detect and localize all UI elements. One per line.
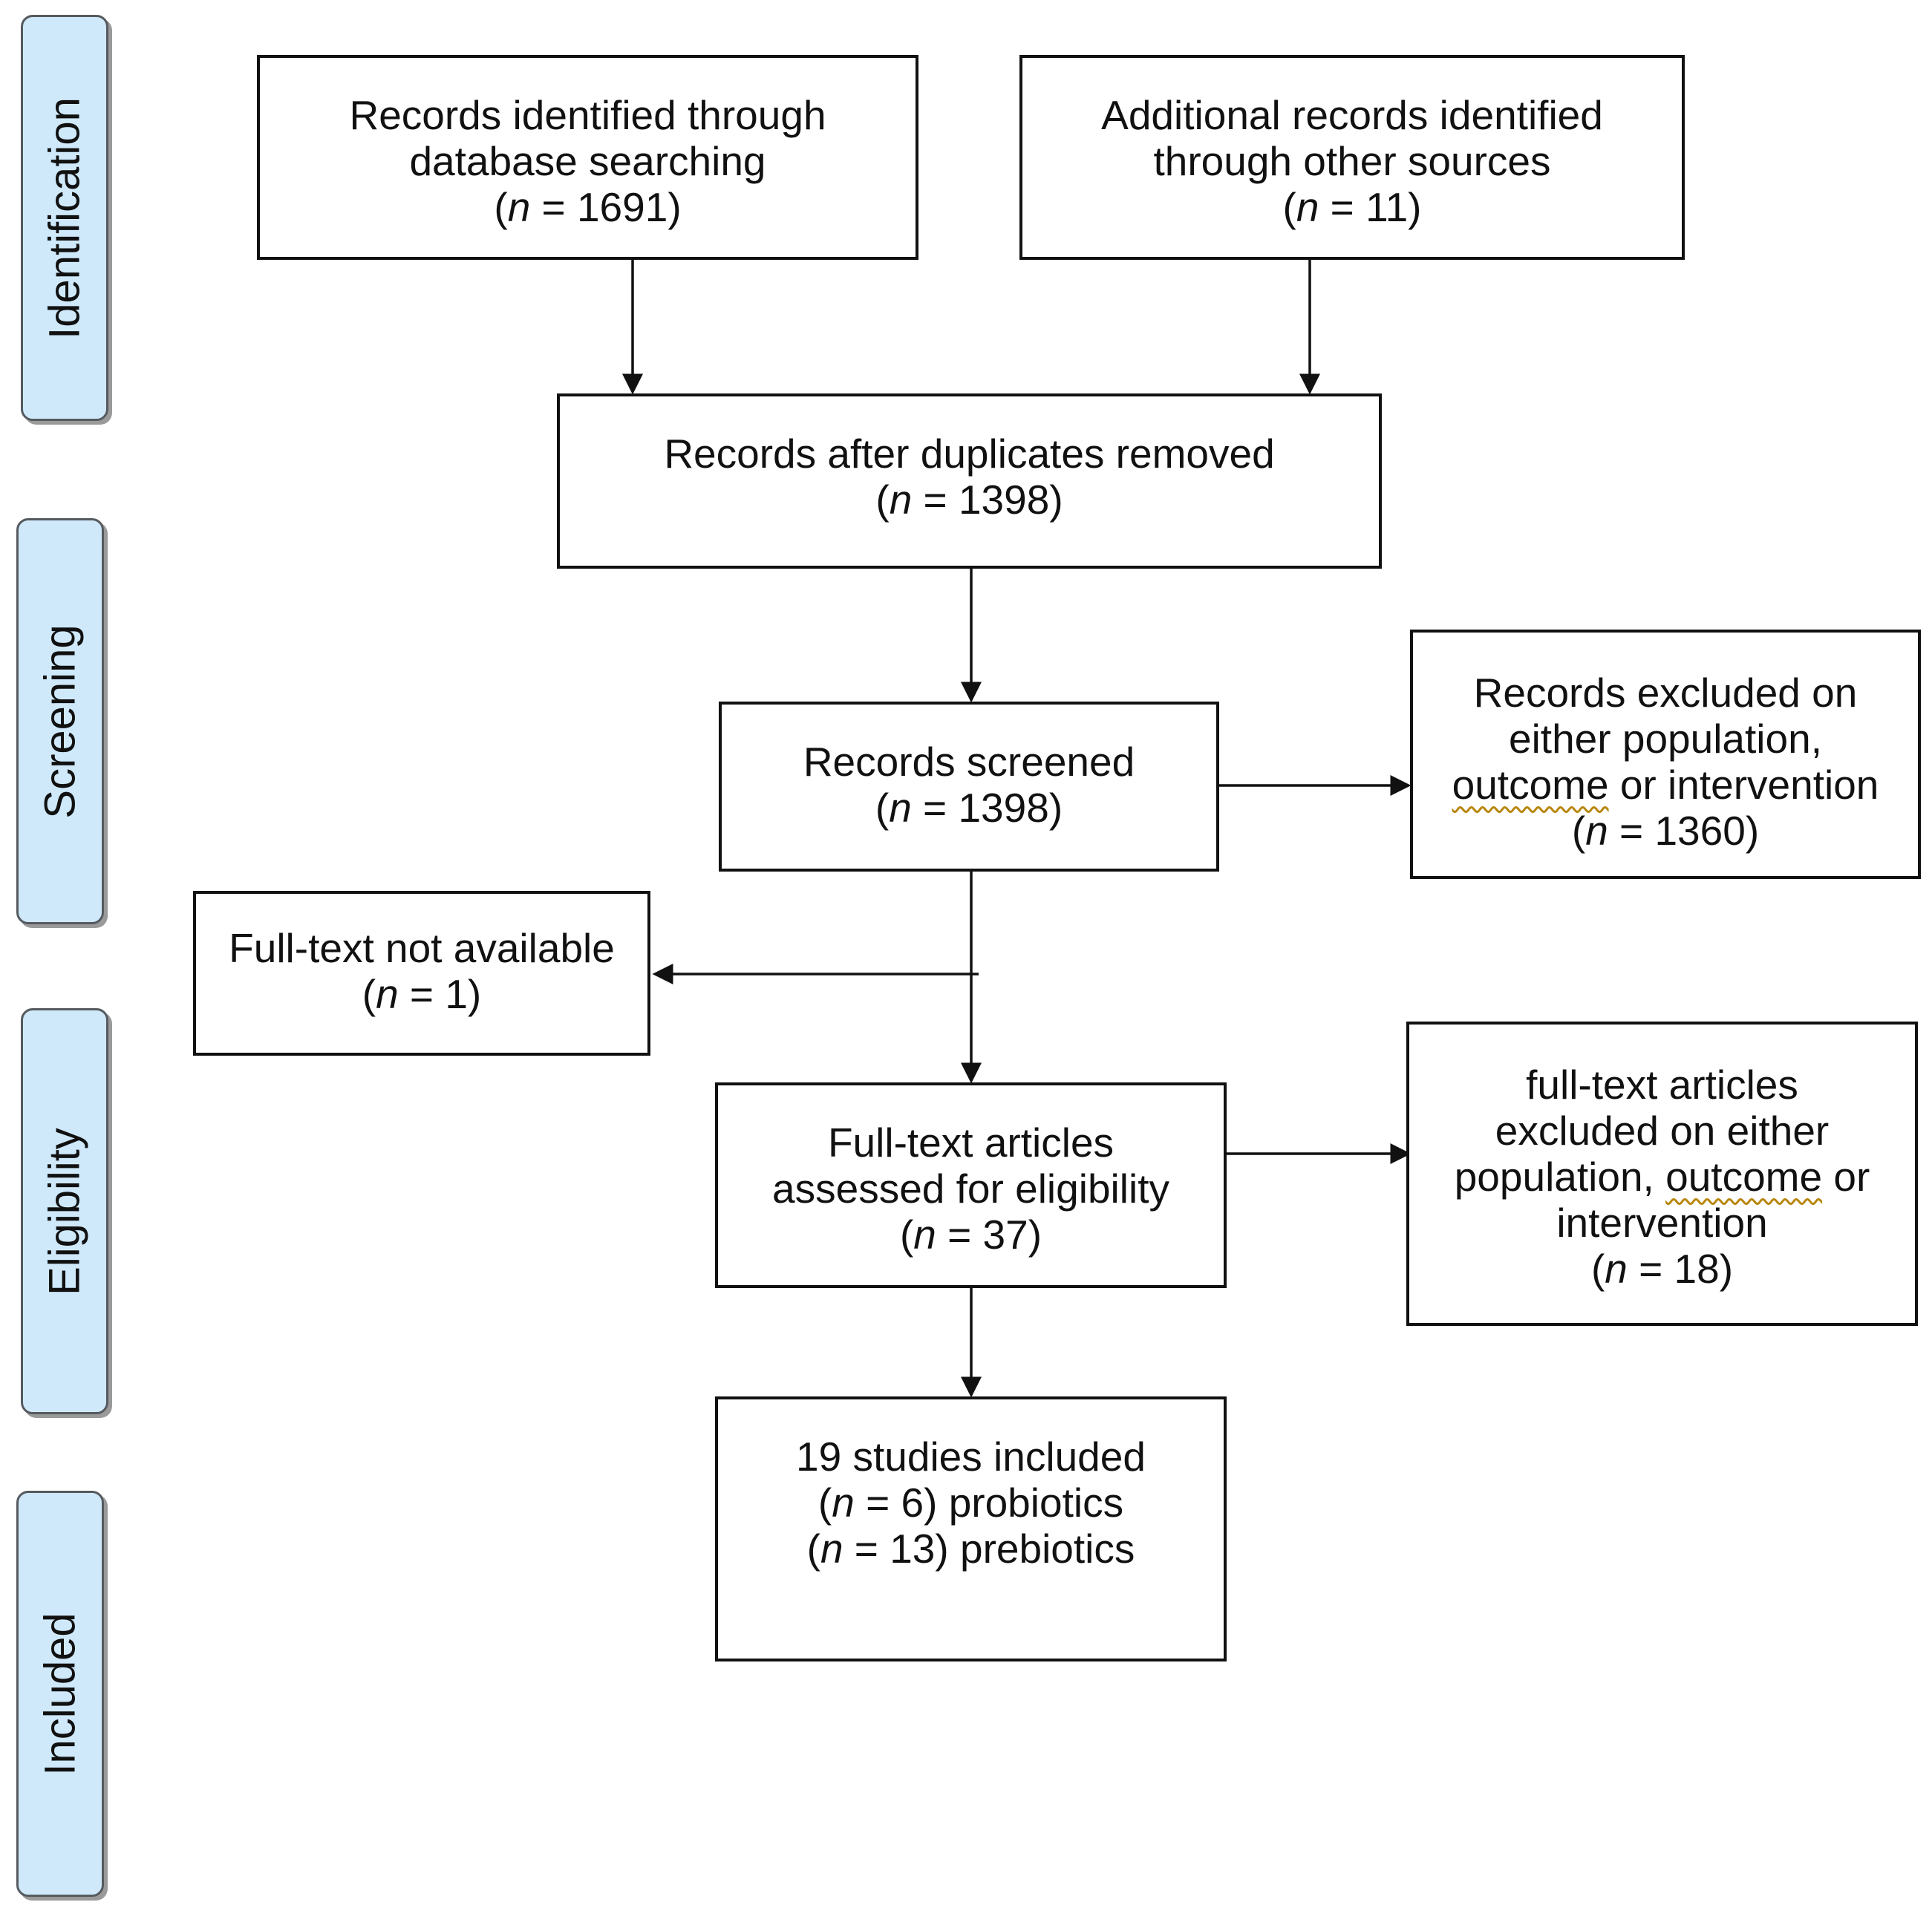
box-line: Full-text articles xyxy=(827,1120,1115,1166)
box-line: through other sources xyxy=(1153,138,1551,184)
box-records-after-duplicates: Records after duplicates removed (n = 13… xyxy=(557,393,1382,569)
box-studies-included: 19 studies included (n = 6) probiotics (… xyxy=(715,1396,1227,1661)
box-fulltext-not-available: Full-text not available (n = 1) xyxy=(193,891,650,1056)
box-line: full-text articles xyxy=(1526,1062,1798,1108)
box-count: (n = 18) xyxy=(1590,1246,1734,1292)
box-line: (n = 13) prebiotics xyxy=(806,1526,1135,1572)
box-database-records: Records identified through database sear… xyxy=(257,55,918,260)
box-line: outcome or intervention xyxy=(1452,762,1879,808)
box-line: Records excluded on xyxy=(1473,670,1858,716)
phase-screening: Screening xyxy=(16,518,104,924)
box-count: (n = 1691) xyxy=(494,184,682,230)
box-fulltext-assessed: Full-text articles assessed for eligibil… xyxy=(715,1082,1227,1288)
box-line: intervention xyxy=(1556,1200,1768,1246)
box-line: population, outcome or xyxy=(1454,1154,1870,1200)
box-other-records: Additional records identified through ot… xyxy=(1019,55,1685,260)
box-line: Records screened xyxy=(803,739,1135,785)
box-records-excluded: Records excluded on either population, o… xyxy=(1410,630,1921,879)
box-count: (n = 1398) xyxy=(875,477,1063,523)
box-line: database searching xyxy=(409,138,766,184)
box-count: (n = 37) xyxy=(899,1212,1042,1258)
box-line: excluded on either xyxy=(1495,1108,1830,1154)
phase-included: Included xyxy=(16,1491,104,1897)
box-line: Records after duplicates removed xyxy=(664,431,1275,477)
box-line: either population, xyxy=(1509,716,1822,762)
phase-eligibility: Eligibility xyxy=(21,1008,108,1414)
box-records-screened: Records screened (n = 1398) xyxy=(719,702,1219,872)
box-line: Full-text not available xyxy=(229,925,615,971)
box-line: Additional records identified xyxy=(1101,92,1603,138)
box-line: assessed for eligibility xyxy=(772,1166,1169,1212)
box-count: (n = 1360) xyxy=(1571,808,1760,854)
box-count: (n = 1) xyxy=(362,971,482,1017)
box-line: 19 studies included xyxy=(796,1434,1146,1480)
box-count: (n = 1398) xyxy=(875,785,1063,831)
box-line: Records identified through xyxy=(349,92,826,138)
box-line: (n = 6) probiotics xyxy=(817,1480,1124,1526)
box-fulltext-excluded: full-text articles excluded on either po… xyxy=(1406,1022,1918,1326)
phase-identification: Identification xyxy=(21,15,108,421)
box-count: (n = 11) xyxy=(1282,184,1422,230)
